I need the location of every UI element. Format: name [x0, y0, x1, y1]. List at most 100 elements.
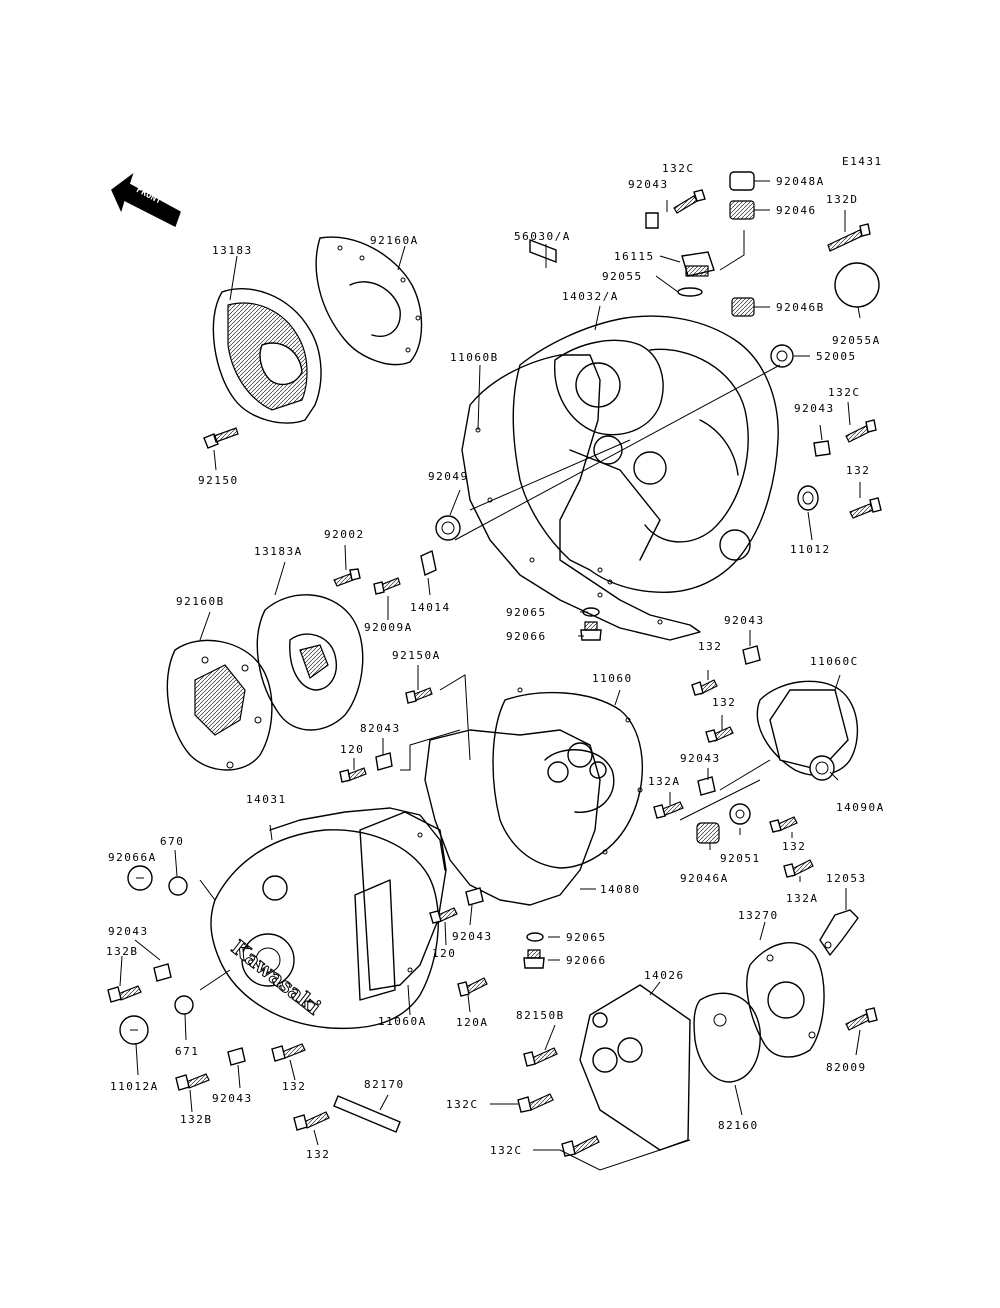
part-label: 92055 [602, 270, 643, 283]
plug-11012A [119, 1015, 149, 1045]
part-labels: 13183 92160A 92150 56030/A 132C 92043 92… [106, 162, 885, 1161]
part-label: 92046 [776, 204, 817, 217]
bolt-82009-icon [845, 1007, 878, 1031]
bracket-12053 [819, 909, 859, 956]
bolt-92150-icon [203, 427, 239, 449]
plug-92066-low [523, 949, 545, 969]
bolt-132A-low-icon [783, 859, 814, 878]
part-label: 671 [175, 1045, 199, 1058]
inner-cover-14080 [424, 729, 615, 906]
part-label: 14014 [410, 601, 451, 614]
part-label: 132 [282, 1080, 306, 1093]
part-label: 92049 [428, 470, 469, 483]
part-label: 92150A [392, 649, 441, 662]
part-label: 14090A [836, 801, 885, 814]
part-label: 132 [698, 640, 722, 653]
part-label: 13183A [254, 545, 303, 558]
cover-13183 [212, 288, 322, 424]
oring-670 [168, 876, 188, 896]
part-label: 132B [106, 945, 139, 958]
part-label: 92043 [108, 925, 149, 938]
part-label: 11012 [790, 543, 831, 556]
part-label: 132 [712, 696, 736, 709]
part-label: 11060 [592, 672, 633, 685]
part-label: 132B [180, 1113, 213, 1126]
dowel-pin-92043-low3 [227, 1047, 246, 1066]
seal-11012 [797, 485, 819, 511]
part-label: 11060C [810, 655, 859, 668]
dowel-pin-92043-low1 [153, 963, 172, 982]
part-label: 52005 [816, 350, 857, 363]
part-label: 14032/A [562, 290, 619, 303]
part-label: 92066 [566, 954, 607, 967]
plug-92066A [127, 865, 153, 891]
bolt-132-mid1-icon [691, 679, 718, 696]
part-label: 92046B [776, 301, 825, 314]
bolt-120-left-icon [339, 767, 367, 783]
part-label: 120A [456, 1016, 489, 1029]
dowel-pin-92043-mid [742, 645, 761, 665]
label-plate-56030A [529, 238, 557, 264]
part-label: 92066 [506, 630, 547, 643]
part-label: 92160B [176, 595, 225, 608]
crankcase-cover-14032A [512, 315, 779, 593]
bolt-82150B-icon [523, 1047, 558, 1067]
bolt-132-low-icon [271, 1043, 306, 1062]
part-label: 14031 [246, 793, 287, 806]
part-label: 11012A [110, 1080, 159, 1093]
part-label: 132C [662, 162, 695, 175]
part-label: 92009A [364, 621, 413, 634]
bolt-92150A-icon [405, 687, 433, 704]
part-label: 120 [432, 947, 456, 960]
part-label: 82043 [360, 722, 401, 735]
oring-92065-low [526, 932, 544, 942]
part-label: 92065 [566, 931, 607, 944]
dowel-pin-92043-top [645, 212, 659, 229]
part-label: 92043 [794, 402, 835, 415]
part-label: 92150 [198, 474, 239, 487]
seal-52005 [770, 344, 794, 368]
part-label: 92043 [452, 930, 493, 943]
gasket-11060B [461, 354, 701, 641]
part-label: 92055A [832, 334, 881, 347]
bushing-92048A [729, 171, 755, 191]
dowel-pin-82043 [375, 752, 393, 771]
dowel-pin-92043-low2 [465, 887, 484, 906]
washer-92051 [729, 803, 751, 825]
part-label: 13270 [738, 909, 779, 922]
plug-92066-top [580, 621, 602, 641]
part-label: 132 [782, 840, 806, 853]
part-label: 132C [828, 386, 861, 399]
part-label: 120 [340, 743, 364, 756]
part-label: 82170 [364, 1078, 405, 1091]
part-label: 14080 [600, 883, 641, 896]
part-label: 670 [160, 835, 184, 848]
part-label: 13183 [212, 244, 253, 257]
figure-code: E1431 [842, 155, 883, 168]
bolt-132B-top-icon [107, 985, 142, 1003]
bolt-132-mid3-icon [769, 816, 798, 833]
oring-92055A [834, 262, 880, 308]
cap-16115 [681, 251, 715, 277]
part-label: 92002 [324, 528, 365, 541]
seal-14090A [809, 755, 835, 781]
part-label: 92065 [506, 606, 547, 619]
part-label: 92048A [776, 175, 825, 188]
part-label: 132A [786, 892, 819, 905]
part-label: 56030/A [514, 230, 571, 243]
bolt-120-low-icon [429, 907, 458, 924]
gasket-11060 [492, 687, 644, 869]
bolt-132C-low2-icon [561, 1135, 600, 1157]
part-label: 82009 [826, 1061, 867, 1074]
dowel-pin-92043-right [813, 440, 831, 457]
oring-671 [174, 995, 194, 1015]
bolt-132-bottom-icon [293, 1111, 330, 1131]
part-label: 14026 [644, 969, 685, 982]
part-label: 11060B [450, 351, 499, 364]
cover-14026 [579, 984, 691, 1151]
bolt-92002-icon [333, 568, 361, 587]
plate-82170 [333, 1095, 401, 1133]
part-label: 92066A [108, 851, 157, 864]
